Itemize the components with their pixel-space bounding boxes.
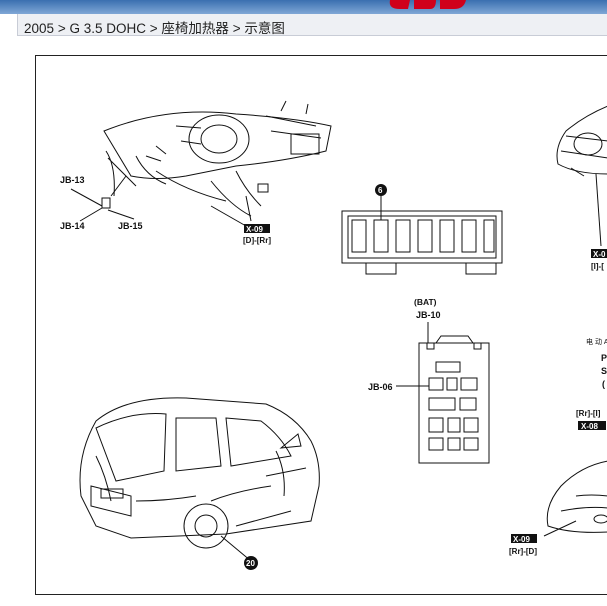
breadcrumb-item-current: 示意图 bbox=[244, 21, 285, 36]
label-x09-left-sub: [D]-[Rr] bbox=[243, 236, 271, 245]
breadcrumb-item-model[interactable]: G 3.5 DOHC bbox=[69, 21, 146, 36]
label-c: ( bbox=[602, 379, 605, 389]
van-sketch bbox=[79, 397, 320, 562]
right-dashboard-fragment bbox=[556, 105, 607, 247]
breadcrumb-item-system[interactable]: 座椅加热器 bbox=[161, 21, 229, 36]
right-car-fragment bbox=[543, 460, 607, 537]
brand-logo bbox=[389, 0, 466, 9]
dashboard-sketch bbox=[70, 100, 332, 227]
badge-6 bbox=[375, 184, 387, 196]
tag-x09-left bbox=[244, 224, 270, 233]
tag-x08 bbox=[578, 421, 606, 430]
label-jb13: JB-13 bbox=[60, 175, 85, 185]
label-x09-bottom: X-09 bbox=[513, 535, 530, 544]
label-cn-partial: 电 动 A bbox=[586, 337, 607, 346]
label-s: S bbox=[601, 366, 607, 376]
badge-20 bbox=[244, 556, 258, 570]
label-jb06: JB-06 bbox=[368, 382, 393, 392]
label-x09-left: X-09 bbox=[246, 225, 263, 234]
breadcrumb-separator: > bbox=[149, 21, 158, 36]
label-bat: (BAT) bbox=[414, 297, 437, 307]
label-rr-i: [Rr]-[I] bbox=[576, 409, 601, 418]
tag-x0-right bbox=[591, 249, 607, 258]
badge-6-label: 6 bbox=[378, 186, 383, 195]
badge-20-label: 20 bbox=[246, 559, 255, 568]
breadcrumb-separator: > bbox=[232, 21, 241, 36]
top-banner bbox=[0, 0, 607, 14]
label-x0-right: X-0 bbox=[593, 250, 606, 259]
wiring-diagram-panel: JB-13 JB-14 JB-15 X-09 [D]-[Rr] 6 X-0 [I… bbox=[35, 55, 607, 595]
junction-block-jb10 bbox=[396, 322, 490, 464]
label-jb15: JB-15 bbox=[118, 221, 143, 231]
breadcrumb-item-year[interactable]: 2005 bbox=[24, 21, 55, 36]
wiring-diagram: JB-13 JB-14 JB-15 X-09 [D]-[Rr] 6 X-0 [I… bbox=[60, 100, 607, 570]
fuse-block-6 bbox=[341, 194, 503, 275]
label-x09-bottom-sub: [Rr]-[D] bbox=[509, 547, 537, 556]
label-jb14: JB-14 bbox=[60, 221, 85, 231]
breadcrumb: 2005 > G 3.5 DOHC > 座椅加热器 > 示意图 bbox=[17, 14, 607, 36]
label-jb10: JB-10 bbox=[416, 310, 441, 320]
label-x0-right-sub: [I]-[ bbox=[591, 262, 604, 271]
label-x08: X-08 bbox=[581, 422, 598, 431]
breadcrumb-separator: > bbox=[57, 21, 66, 36]
tag-x09-bottom bbox=[511, 534, 537, 543]
label-p: P bbox=[601, 353, 607, 363]
